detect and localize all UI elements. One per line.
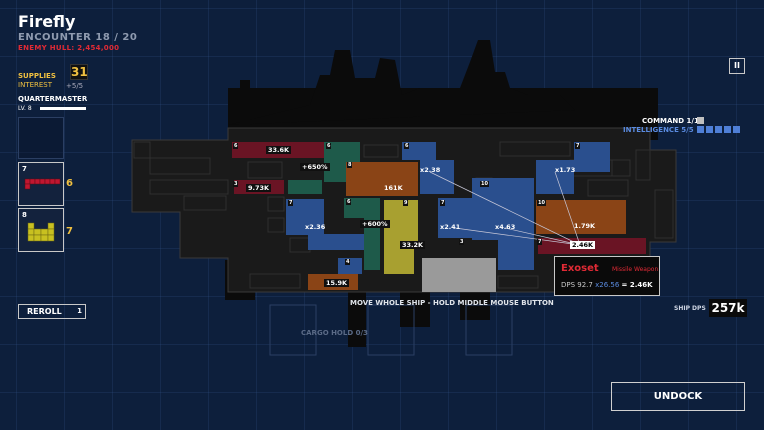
tooltip-dps-multiplier: x26.56 <box>595 281 620 289</box>
module-tag: 7 <box>575 143 581 149</box>
module-tag: 6 <box>233 143 239 149</box>
interest-label: INTEREST <box>18 81 53 89</box>
module-tag: 4 <box>345 259 351 265</box>
intelligence-pip <box>697 126 704 133</box>
ship-silhouette <box>225 40 658 347</box>
module-tag: 8 <box>347 162 353 168</box>
module-multiplier-label: x4.63 <box>495 223 516 231</box>
ship-title: Firefly <box>18 12 76 31</box>
command-stat: COMMAND 1/1 <box>642 117 699 125</box>
module-value-label: 161K <box>384 184 403 192</box>
module-value-label: 33.6K <box>266 146 292 154</box>
module-bonus-label: +650% <box>300 163 330 171</box>
intelligence-pip <box>724 126 731 133</box>
part-number: 7 <box>22 165 27 173</box>
tooltip-dps: DPS 92.7 x26.56 = 2.46K <box>561 281 653 289</box>
crew-level: LV. 8 <box>18 105 32 112</box>
tooltip-module-type: Missile Weapon <box>612 266 659 273</box>
module-tag: 6 <box>326 143 332 149</box>
ship-modules <box>232 142 646 292</box>
hull-grid <box>133 141 674 289</box>
supplies-label: SUPPLIES <box>18 72 56 80</box>
command-pip <box>697 117 704 124</box>
module-multiplier-label: x2.38 <box>420 166 441 174</box>
intelligence-pip <box>715 126 722 133</box>
crew-name: QUARTERMASTER <box>18 95 88 103</box>
targeting-lines <box>429 171 581 246</box>
move-ship-hint: MOVE WHOLE SHIP - HOLD MIDDLE MOUSE BUTT… <box>350 299 554 307</box>
module-tag: 3 <box>459 239 465 245</box>
ship-dps-value: 257k <box>709 299 747 317</box>
module-value-label: 1.79K <box>574 222 596 230</box>
undock-button[interactable]: UNDOCK <box>611 382 745 411</box>
part-count: 6 <box>66 178 73 189</box>
module-tag: 9 <box>403 200 409 206</box>
reroll-button[interactable]: REROLL 1 <box>18 304 86 319</box>
module-tooltip: Exoset Missile Weapon DPS 92.7 x26.56 = … <box>554 256 660 296</box>
module-tag: 6 <box>346 199 352 205</box>
module-tag: 6 <box>404 143 410 149</box>
module-tag: 10 <box>537 200 546 206</box>
tooltip-dps-total: = 2.46K <box>621 281 653 289</box>
tooltip-module-name: Exoset <box>561 263 599 274</box>
ship-dps-label: SHIP DPS <box>674 305 706 312</box>
module-multiplier-label: x2.36 <box>305 223 326 231</box>
intelligence-pip <box>706 126 713 133</box>
part-count: 7 <box>66 226 73 237</box>
cargo-slots <box>269 304 513 356</box>
module-value-label: 33.2K <box>400 241 426 249</box>
crew-xp-bar <box>40 107 86 110</box>
tooltip-dps-base: DPS 92.7 <box>561 281 593 289</box>
module-multiplier-label: x2.41 <box>440 223 461 231</box>
bar-part-icon <box>24 178 61 190</box>
module-value-label: 15.9K <box>324 279 350 287</box>
module-tag: 3 <box>233 181 239 187</box>
module-tag: 10 <box>480 181 489 187</box>
module-tag: 7 <box>537 239 543 245</box>
module-tag: 7 <box>440 200 446 206</box>
part-slot[interactable]: 8 <box>18 208 64 252</box>
cargo-hold-label: CARGO HOLD 0/3 <box>301 329 368 337</box>
part-slot[interactable]: 7 <box>18 162 64 206</box>
enemy-hull: ENEMY HULL: 2,454,000 <box>18 44 120 52</box>
crew-portrait-slot[interactable] <box>18 117 64 159</box>
reroll-count: 1 <box>77 307 82 315</box>
module-value-label: 2.46K <box>570 241 596 249</box>
intelligence-pip <box>733 126 740 133</box>
module-tag: 7 <box>288 200 294 206</box>
block-part-icon <box>27 222 55 242</box>
pause-button[interactable]: II <box>729 58 745 74</box>
module-value-label: 9.73K <box>246 184 272 192</box>
module-multiplier-label: x1.73 <box>555 166 576 174</box>
encounter-counter: ENCOUNTER 18 / 20 <box>18 32 138 43</box>
interest-value: +5/5 <box>66 82 84 90</box>
part-number: 8 <box>22 211 27 219</box>
reroll-label: REROLL <box>27 307 62 316</box>
intelligence-stat: INTELLIGENCE 5/5 <box>623 126 694 134</box>
module-bonus-label: +600% <box>360 220 390 228</box>
supplies-value: 31 <box>70 64 88 80</box>
